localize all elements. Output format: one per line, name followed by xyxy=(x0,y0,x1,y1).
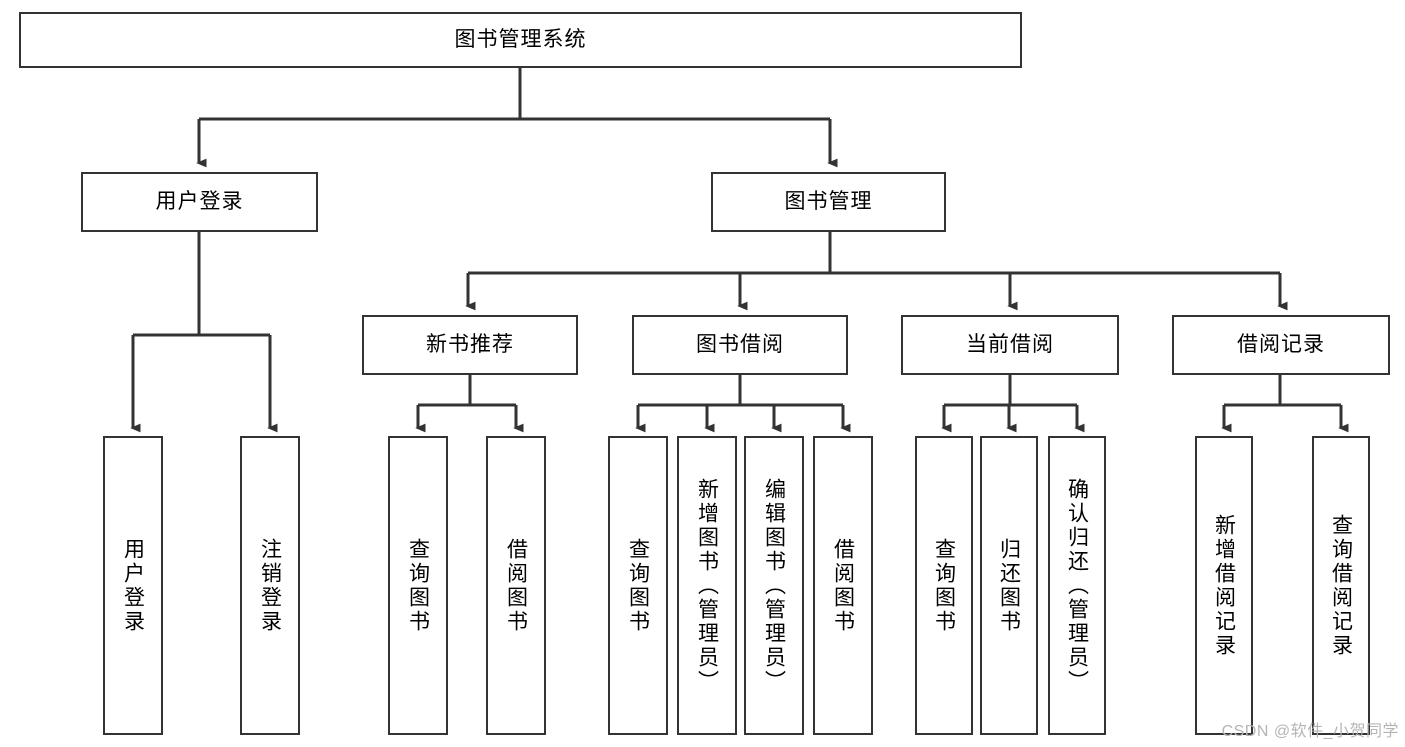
leaf-edit-book-admin-label: 编辑图书（管理员） xyxy=(762,477,786,694)
leaf-query-book-current-label: 查询图书 xyxy=(932,537,956,634)
leaf-borrow-book-recommend[interactable]: 借阅图书 xyxy=(486,436,546,735)
leaf-borrow-book[interactable]: 借阅图书 xyxy=(813,436,873,735)
node-user-login-label: 用户登录 xyxy=(155,190,244,214)
leaf-confirm-return-admin-label: 确认归还（管理员） xyxy=(1065,477,1089,694)
leaf-query-book-borrow-label: 查询图书 xyxy=(626,537,650,634)
leaf-borrow-book-recommend-label: 借阅图书 xyxy=(504,537,528,634)
node-borrow-record-label: 借阅记录 xyxy=(1237,333,1325,357)
leaf-logout-label: 注销登录 xyxy=(258,537,282,634)
node-current-borrow-label: 当前借阅 xyxy=(966,333,1054,357)
node-new-book-recommend-label: 新书推荐 xyxy=(426,333,514,357)
leaf-user-login-label: 用户登录 xyxy=(121,537,145,634)
leaf-confirm-return-admin[interactable]: 确认归还（管理员） xyxy=(1048,436,1106,735)
node-book-borrow[interactable]: 图书借阅 xyxy=(632,315,848,375)
leaf-query-book-recommend-label: 查询图书 xyxy=(406,537,430,634)
leaf-add-borrow-record-label: 新增借阅记录 xyxy=(1212,513,1236,658)
leaf-query-borrow-record-label: 查询借阅记录 xyxy=(1329,513,1353,658)
leaf-query-borrow-record[interactable]: 查询借阅记录 xyxy=(1312,436,1370,735)
watermark: CSDN @软件_小贺同学 xyxy=(1221,723,1399,740)
leaf-query-book-current[interactable]: 查询图书 xyxy=(915,436,973,735)
leaf-edit-book-admin[interactable]: 编辑图书（管理员） xyxy=(744,436,804,735)
leaf-user-login[interactable]: 用户登录 xyxy=(103,436,163,735)
leaf-return-book[interactable]: 归还图书 xyxy=(980,436,1038,735)
node-borrow-record[interactable]: 借阅记录 xyxy=(1172,315,1390,375)
leaf-query-book-borrow[interactable]: 查询图书 xyxy=(608,436,668,735)
leaf-add-book-admin-label: 新增图书（管理员） xyxy=(695,477,719,694)
node-user-login[interactable]: 用户登录 xyxy=(81,172,318,232)
node-new-book-recommend[interactable]: 新书推荐 xyxy=(362,315,578,375)
node-book-management-label: 图书管理 xyxy=(784,190,873,214)
leaf-borrow-book-label: 借阅图书 xyxy=(831,537,855,634)
leaf-query-book-recommend[interactable]: 查询图书 xyxy=(388,436,448,735)
node-root-label: 图书管理系统 xyxy=(454,28,587,52)
leaf-add-borrow-record[interactable]: 新增借阅记录 xyxy=(1195,436,1253,735)
leaf-add-book-admin[interactable]: 新增图书（管理员） xyxy=(677,436,737,735)
node-book-borrow-label: 图书借阅 xyxy=(696,333,784,357)
leaf-return-book-label: 归还图书 xyxy=(997,537,1021,634)
leaf-logout[interactable]: 注销登录 xyxy=(240,436,300,735)
node-current-borrow[interactable]: 当前借阅 xyxy=(901,315,1119,375)
node-book-management[interactable]: 图书管理 xyxy=(711,172,946,232)
node-root[interactable]: 图书管理系统 xyxy=(19,12,1022,68)
